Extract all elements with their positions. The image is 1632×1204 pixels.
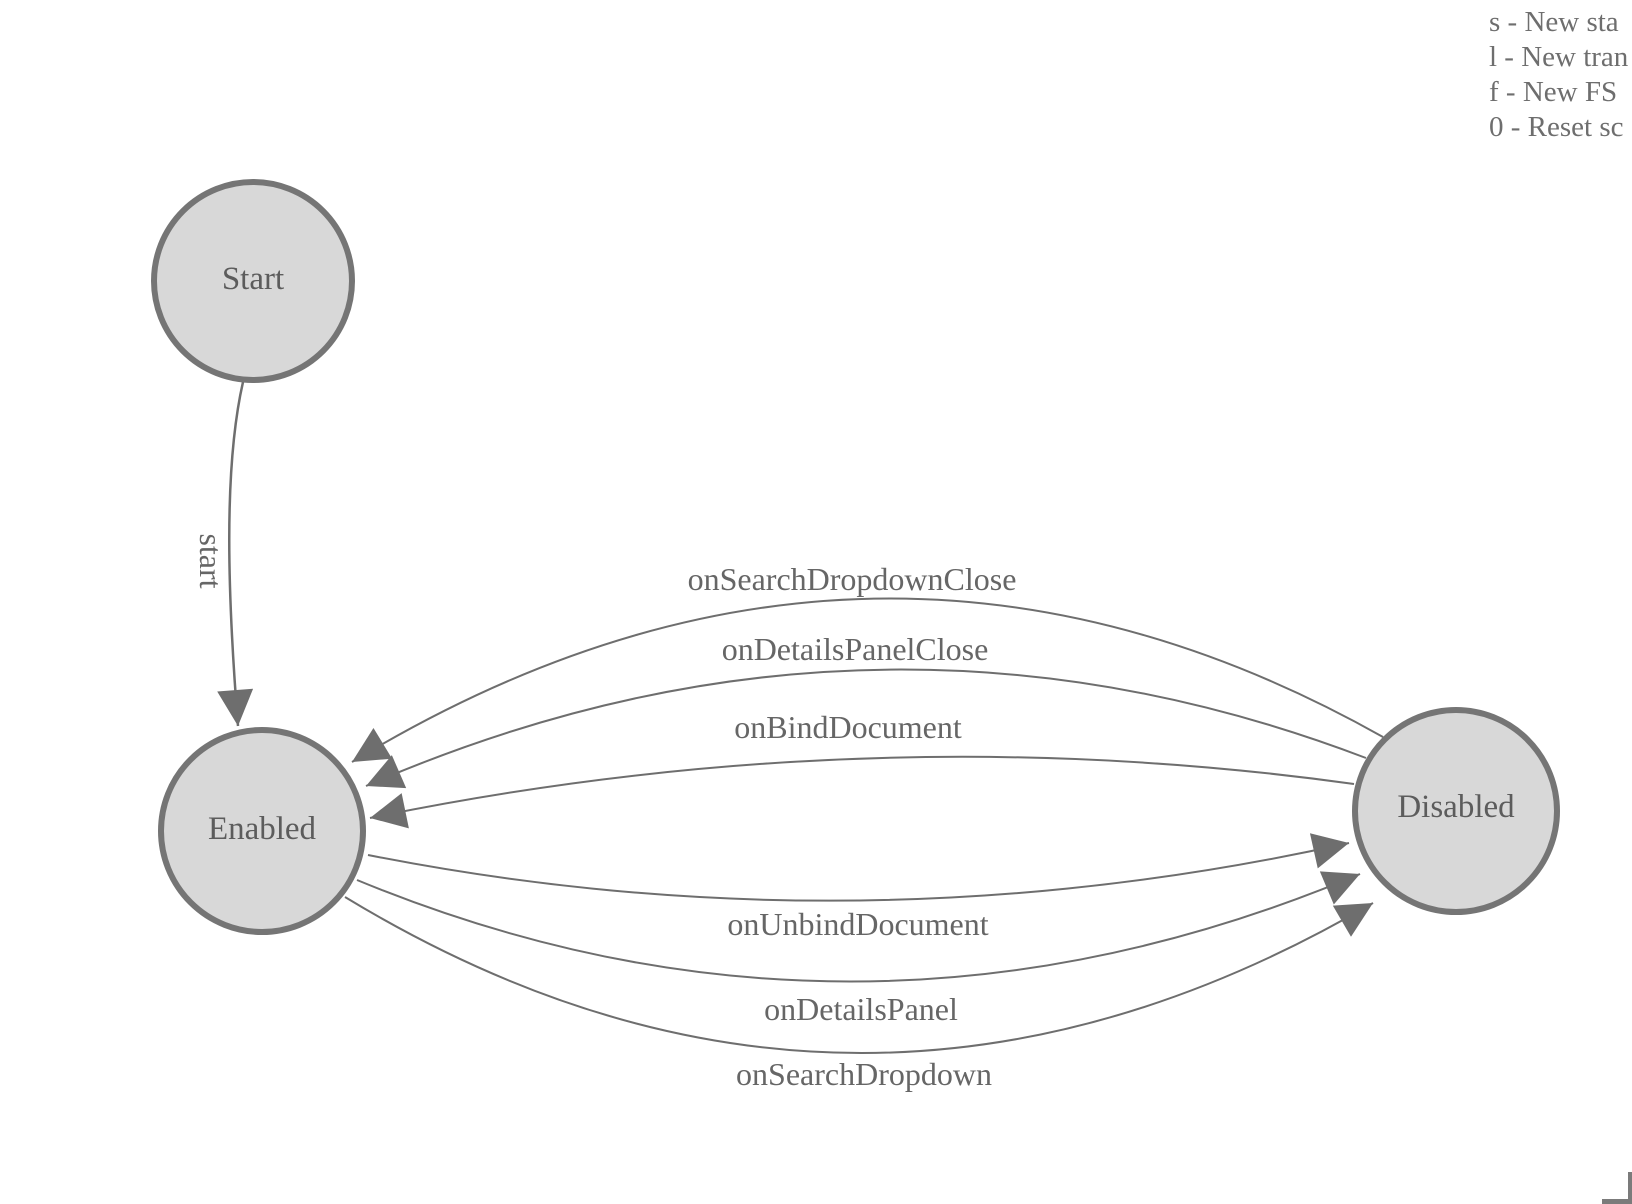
transition-ondetailspanelclose[interactable]	[365, 668, 1367, 789]
transition-onsearchdropdownclose[interactable]	[351, 597, 1384, 763]
transition-onbinddocument-label: onBindDocument	[734, 709, 962, 745]
state-disabled-label: Disabled	[1397, 789, 1515, 825]
canvas-corner-horizontal	[1602, 1199, 1632, 1204]
legend-item-new-transition: l - New tran	[1489, 41, 1629, 73]
transition-onunbinddocument-label: onUnbindDocument	[727, 906, 988, 942]
legend-item-reset: 0 - Reset sc	[1489, 111, 1624, 143]
transition-onsearchdropdown-label: onSearchDropdown	[736, 1056, 992, 1092]
transition-onsearchdropdown[interactable]	[344, 896, 1374, 1054]
transition-onsearchdropdownclose-label: onSearchDropdownClose	[688, 561, 1017, 597]
legend-item-new-fsm: f - New FS	[1489, 76, 1618, 108]
transition-onunbinddocument[interactable]	[367, 833, 1350, 902]
state-start[interactable]	[151, 179, 355, 383]
transition-ondetailspanelclose-label: onDetailsPanelClose	[722, 631, 989, 667]
transition-start[interactable]	[217, 381, 254, 727]
state-disabled[interactable]	[1352, 707, 1560, 915]
state-start-label: Start	[222, 261, 284, 297]
legend-item-new-state: s - New sta	[1489, 6, 1619, 38]
canvas-corner-vertical	[1628, 1172, 1632, 1204]
shortcut-legend: s - New sta l - New tran f - New FS 0 - …	[1489, 5, 1628, 145]
state-enabled-label: Enabled	[208, 811, 317, 847]
transition-ondetailspanel[interactable]	[356, 871, 1361, 983]
state-enabled[interactable]	[158, 727, 366, 935]
transition-ondetailspanel-label: onDetailsPanel	[764, 991, 958, 1027]
transition-onbinddocument[interactable]	[369, 755, 1355, 829]
transition-start-label: start	[193, 533, 229, 588]
